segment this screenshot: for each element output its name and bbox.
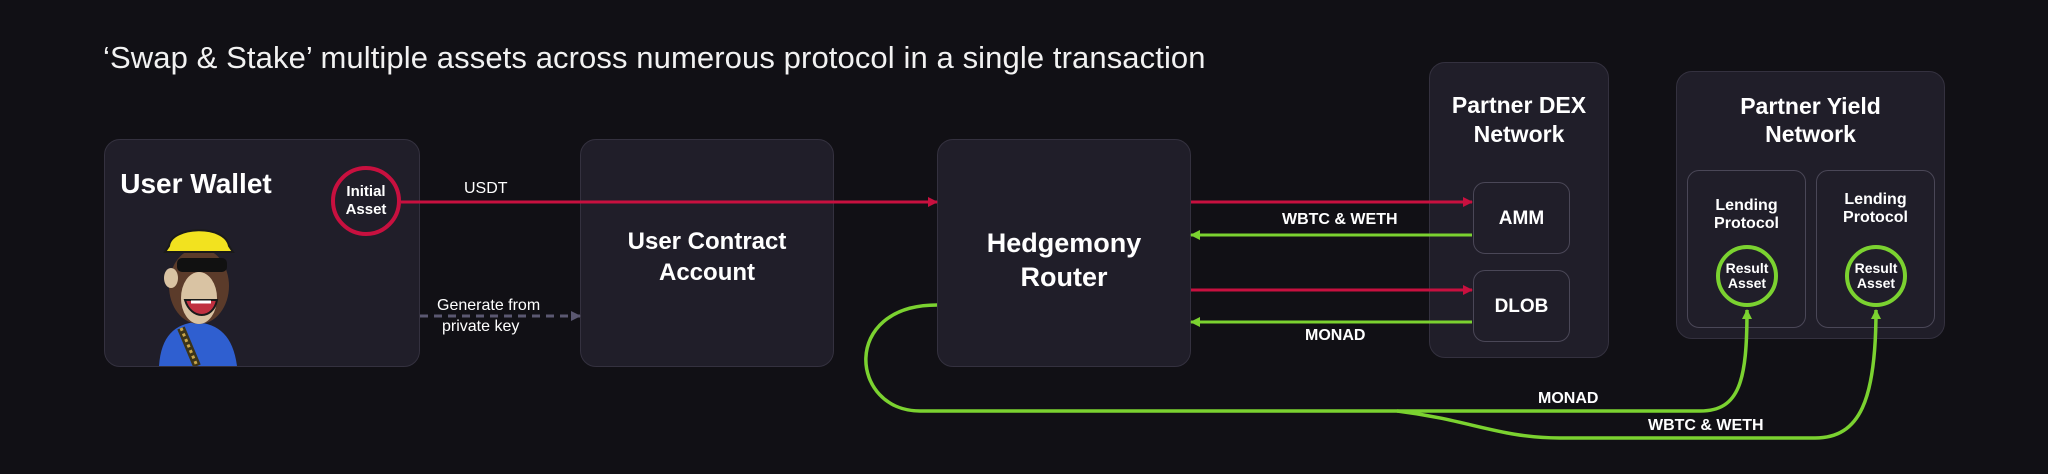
monad-dex-label: MONAD [1305, 327, 1366, 344]
dlob-node: DLOB [1473, 270, 1570, 342]
result-2-line1: Result [1854, 260, 1898, 276]
lending-1-line1: Lending [1715, 197, 1778, 214]
amm-label: AMM [1498, 208, 1545, 229]
result-asset-1: Result Asset [1716, 245, 1778, 307]
wbtc-weth-to-result-2 [1396, 309, 1881, 440]
lending-protocol-2: Lending Protocol Result Asset [1816, 170, 1935, 328]
user-contract-line1: User Contract [627, 228, 787, 255]
lending-protocol-2-title: Lending Protocol [1817, 191, 1934, 227]
router-line1: Hedgemony [986, 228, 1142, 258]
user-contract-account-title: User Contract Account [581, 226, 833, 288]
router-to-yield-loop [864, 303, 1397, 413]
user-contract-line2: Account [659, 259, 755, 286]
monad-yield-label: MONAD [1538, 390, 1599, 407]
partner-yield-network-title: Partner Yield Network [1677, 92, 1944, 148]
hedgemony-router-box: Hedgemony Router [937, 139, 1191, 367]
usdt-label: USDT [464, 180, 508, 197]
page-title: ‘Swap & Stake’ multiple assets across nu… [103, 40, 1206, 75]
user-contract-account-box: User Contract Account [580, 139, 834, 367]
wbtc-weth-yield-label: WBTC & WETH [1648, 417, 1764, 434]
user-wallet-title: User Wallet [120, 168, 272, 199]
dlob-label: DLOB [1494, 296, 1549, 317]
user-wallet-box: User Wallet Initial Asset [104, 139, 420, 367]
ape-avatar-icon [159, 229, 237, 366]
result-1-line2: Asset [1727, 275, 1767, 291]
partner-dex-network-box: Partner DEX Network AMM DLOB [1429, 62, 1609, 358]
partner-yield-network-box: Partner Yield Network Lending Protocol R… [1676, 71, 1945, 339]
initial-asset-node: Initial Asset [331, 166, 401, 236]
initial-asset-line1: Initial [346, 183, 386, 200]
generate-line2: private key [442, 318, 520, 335]
wbtc-weth-dex-label: WBTC & WETH [1282, 211, 1398, 228]
result-1-line1: Result [1725, 260, 1769, 276]
lending-2-line2: Protocol [1843, 209, 1908, 226]
lending-1-line2: Protocol [1714, 215, 1779, 232]
yield-line1: Partner Yield [1740, 93, 1881, 119]
partner-dex-network-title: Partner DEX Network [1430, 91, 1608, 149]
dex-line1: Partner DEX [1451, 92, 1587, 118]
amm-node: AMM [1473, 182, 1570, 254]
yield-line2: Network [1765, 121, 1856, 147]
lending-2-line1: Lending [1844, 191, 1907, 208]
result-2-line2: Asset [1856, 275, 1896, 291]
hedgemony-router-title: Hedgemony Router [938, 226, 1190, 294]
router-line2: Router [1020, 262, 1108, 292]
generate-line1: Generate from [437, 297, 541, 314]
lending-protocol-1: Lending Protocol Result Asset [1687, 170, 1806, 328]
result-asset-2: Result Asset [1845, 245, 1907, 307]
generate-label: Generate from private key [437, 295, 540, 337]
lending-protocol-1-title: Lending Protocol [1688, 197, 1805, 233]
monad-to-result-1 [1397, 309, 1752, 413]
dex-line2: Network [1473, 121, 1565, 147]
initial-asset-line2: Asset [345, 201, 387, 218]
